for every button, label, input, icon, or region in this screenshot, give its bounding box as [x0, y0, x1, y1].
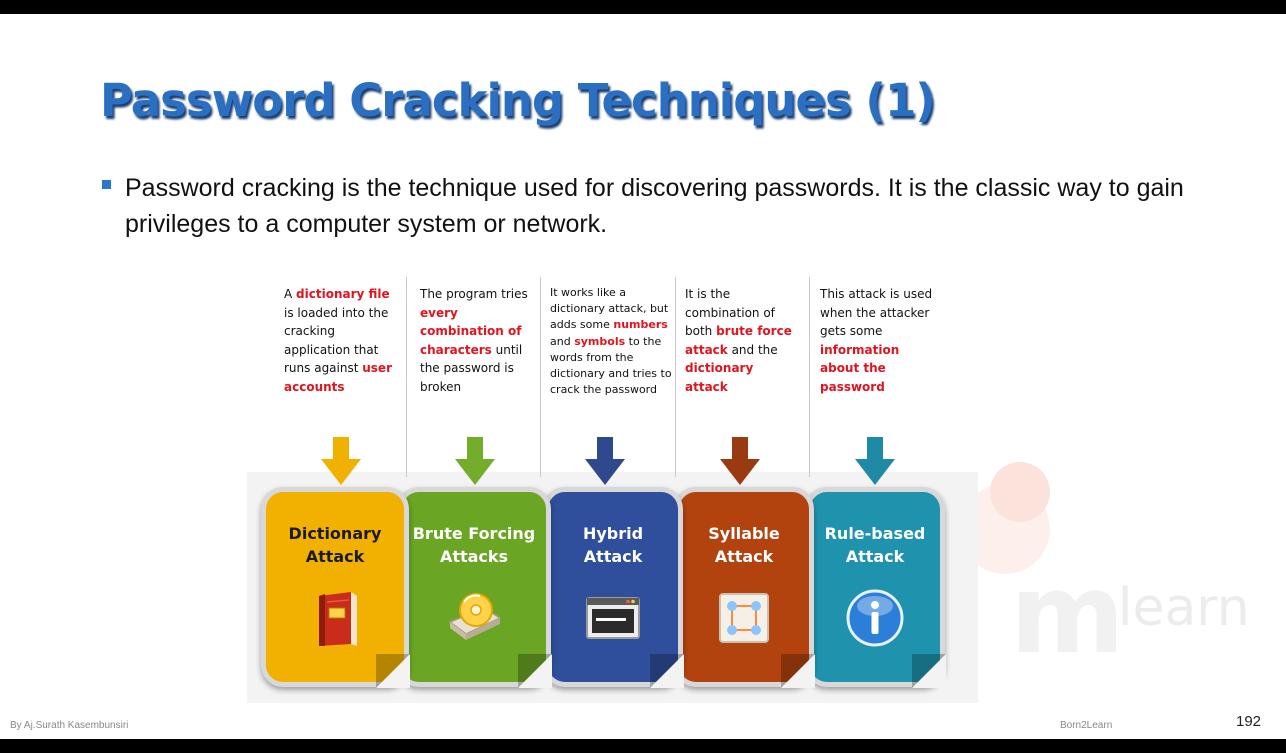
- description-rule-based-attack: This attack is used when the attacker ge…: [820, 285, 942, 396]
- card-label-line: Hybrid: [582, 524, 644, 543]
- card-label-line: Attack: [583, 547, 643, 566]
- highlight-text: user accounts: [284, 361, 392, 394]
- bullet-item: Password cracking is the technique used …: [102, 170, 1202, 242]
- description-text: A: [284, 287, 297, 301]
- description-text: and the: [727, 342, 778, 357]
- slide: m learn Password Cracking Techniques (1)…: [0, 14, 1286, 739]
- book-icon: [319, 592, 357, 646]
- card-label-line: Attack: [714, 547, 774, 566]
- description-brute-force: The program tries every combination of c…: [420, 285, 536, 396]
- window-icon: [586, 597, 640, 639]
- highlight-text: information about the password: [820, 342, 900, 394]
- description-text: is loaded into the cracking application …: [284, 305, 389, 376]
- down-arrow-icon: [455, 437, 495, 485]
- description-text: and: [550, 334, 575, 348]
- description-dictionary-attack: A dictionary file is loaded into the cra…: [284, 285, 400, 396]
- card-label-line: Attacks: [439, 547, 509, 566]
- card-label-line: Dictionary: [288, 524, 382, 543]
- highlight-text: brute force attack: [685, 324, 792, 357]
- highlight-text: every combination of characters: [420, 305, 522, 357]
- card-label-line: Syllable: [708, 524, 780, 543]
- description-text: It is the combination of both: [685, 287, 775, 338]
- column-divider: [809, 277, 810, 477]
- password-cracking-diagram: A dictionary file is loaded into the cra…: [247, 277, 978, 703]
- description-text: until the password is broken: [420, 342, 523, 394]
- page-number: 192: [1236, 713, 1262, 730]
- footer-brand: Born2Learn: [1060, 720, 1113, 731]
- card-label-line: Brute Forcing: [412, 524, 536, 543]
- card-label-line: Rule-based: [824, 524, 926, 543]
- column-divider: [406, 277, 407, 477]
- column-divider: [675, 277, 676, 477]
- slide-title: Password Cracking Techniques (1): [100, 74, 936, 127]
- watermark-text: learn: [1118, 578, 1250, 638]
- card-label-line: Attack: [845, 547, 905, 566]
- down-arrow-icon: [720, 437, 760, 485]
- down-arrow-icon: [855, 437, 895, 485]
- down-arrow-icon: [321, 437, 361, 485]
- disc-drive-icon: [448, 593, 502, 640]
- bullet-square-icon: [102, 180, 111, 189]
- column-divider: [540, 277, 541, 477]
- highlight-text: dictionary file: [296, 287, 390, 301]
- description-text: It works like a dictionary attack, but a…: [550, 286, 669, 332]
- description-syllable-attack: It is the combination of both brute forc…: [685, 285, 797, 396]
- description-text: This attack is used when the attacker ge…: [820, 287, 933, 338]
- description-hybrid-attack: It works like a dictionary attack, but a…: [550, 285, 672, 398]
- info-icon: [846, 589, 904, 647]
- highlight-text: numbers: [613, 318, 668, 332]
- highlight-text: symbols: [574, 334, 626, 348]
- description-text: The program tries: [420, 287, 528, 301]
- watermark-circle: [990, 462, 1050, 522]
- watermark-logo: m: [1010, 550, 1125, 678]
- down-arrow-icon: [585, 437, 625, 485]
- description-text: to the words from the dictionary and tri…: [550, 334, 672, 397]
- highlight-text: dictionary attack: [685, 361, 754, 394]
- bullet-text: Password cracking is the technique used …: [125, 174, 1184, 238]
- network-icon: [719, 593, 769, 643]
- card-label-line: Attack: [305, 547, 365, 566]
- footer-author: By Aj.Surath Kasembunsiri: [10, 720, 129, 731]
